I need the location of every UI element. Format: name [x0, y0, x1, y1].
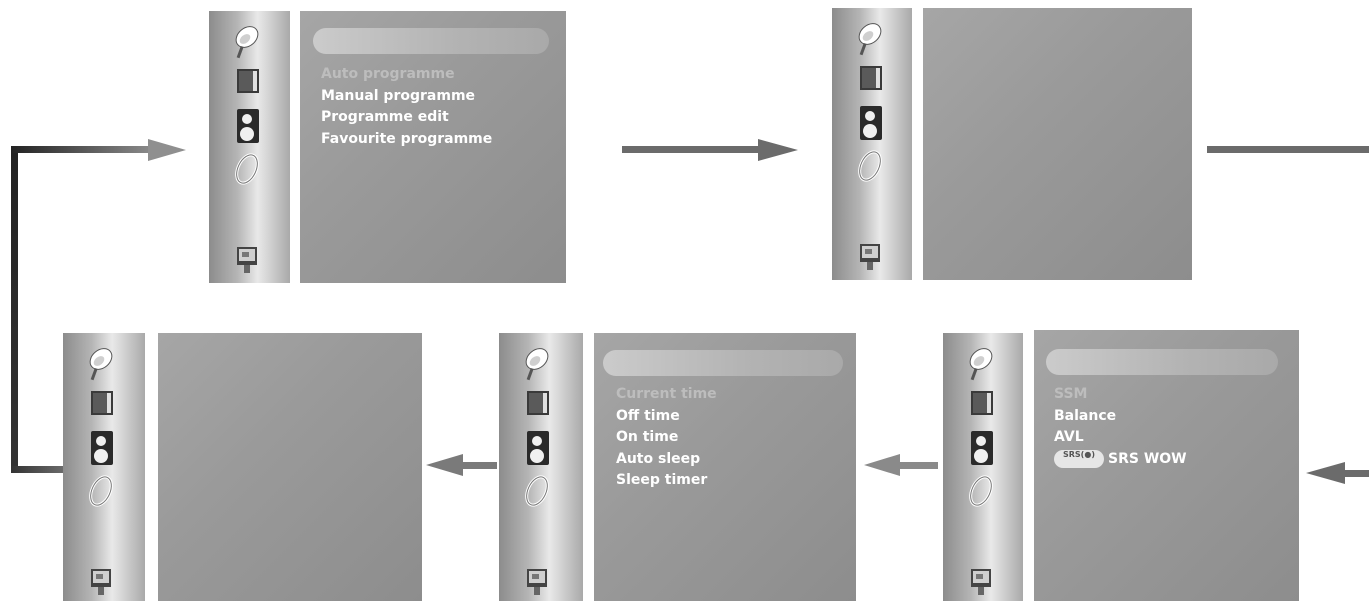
clock-ring-icon: [858, 150, 882, 182]
menu-item-off-time[interactable]: Off time: [616, 407, 680, 424]
icon-strip-picture: [832, 8, 912, 280]
clock-ring-icon: [969, 475, 993, 507]
srs-wow-label: SRS WOW: [1108, 450, 1187, 467]
monitor-icon: [91, 569, 111, 595]
arrow-into-sound: [1306, 462, 1369, 484]
sound-menu-list: SSM Balance AVL SRS(●) SRS WOW: [1054, 384, 1187, 470]
arrow-sound-to-time: [864, 454, 938, 476]
station-menu-title-bar: [313, 28, 549, 54]
menu-item-balance[interactable]: Balance: [1054, 407, 1117, 424]
monitor-icon: [527, 569, 547, 595]
clock-ring-icon: [89, 475, 113, 507]
srs-badge-icon: SRS(●): [1054, 450, 1104, 469]
menu-item-avl[interactable]: AVL: [1054, 429, 1084, 445]
menu-item-on-time[interactable]: On time: [616, 429, 679, 445]
picture-icon: [971, 391, 993, 415]
arrow-time-to-special: [426, 454, 497, 476]
station-menu-list: Auto programme Manual programme Programm…: [321, 64, 492, 150]
picture-icon: [91, 391, 113, 415]
menu-item-auto-sleep[interactable]: Auto sleep: [616, 450, 701, 467]
icon-strip-special: [63, 333, 145, 601]
loop-connector: [11, 139, 186, 473]
arrow-station-to-picture: [622, 139, 798, 161]
menu-item-manual-programme[interactable]: Manual programme: [321, 87, 476, 104]
station-menu-panel: Auto programme Manual programme Programm…: [300, 11, 566, 283]
satellite-dish-icon: [525, 348, 549, 381]
picture-icon: [860, 66, 882, 90]
monitor-icon: [971, 569, 991, 595]
time-menu-list: Current time Off time On time Auto sleep…: [616, 384, 717, 492]
speaker-icon: [91, 431, 113, 465]
sound-menu-title-bar: [1046, 349, 1278, 375]
menu-item-current-time[interactable]: Current time: [616, 386, 717, 402]
speaker-icon: [527, 431, 549, 465]
icon-strip-time: [499, 333, 583, 601]
satellite-dish-icon: [89, 348, 113, 381]
menu-item-programme-edit[interactable]: Programme edit: [321, 109, 449, 125]
special-menu-panel: [158, 333, 422, 601]
picture-menu-panel: [923, 8, 1192, 280]
icon-strip-sound: [943, 333, 1023, 601]
icon-strip-station: [209, 11, 290, 283]
speaker-icon: [971, 431, 993, 465]
time-menu-panel: Current time Off time On time Auto sleep…: [594, 333, 856, 601]
time-menu-title-bar: [603, 350, 843, 376]
satellite-dish-icon: [858, 23, 882, 56]
clock-ring-icon: [525, 475, 549, 507]
speaker-icon: [237, 109, 259, 143]
satellite-dish-icon: [969, 348, 993, 381]
menu-item-ssm[interactable]: SSM: [1054, 386, 1088, 402]
monitor-icon: [860, 244, 880, 270]
arrow-picture-to-right: [1207, 146, 1369, 153]
clock-ring-icon: [235, 153, 259, 185]
picture-icon: [527, 391, 549, 415]
speaker-icon: [860, 106, 882, 140]
menu-item-srs-wow[interactable]: SRS(●) SRS WOW: [1054, 449, 1187, 471]
picture-icon: [237, 69, 259, 93]
monitor-icon: [237, 247, 257, 273]
menu-item-auto-programme[interactable]: Auto programme: [321, 66, 455, 82]
satellite-dish-icon: [235, 26, 259, 59]
menu-item-sleep-timer[interactable]: Sleep timer: [616, 472, 708, 488]
sound-menu-panel: SSM Balance AVL SRS(●) SRS WOW: [1034, 330, 1299, 601]
menu-item-favourite-programme[interactable]: Favourite programme: [321, 130, 493, 147]
